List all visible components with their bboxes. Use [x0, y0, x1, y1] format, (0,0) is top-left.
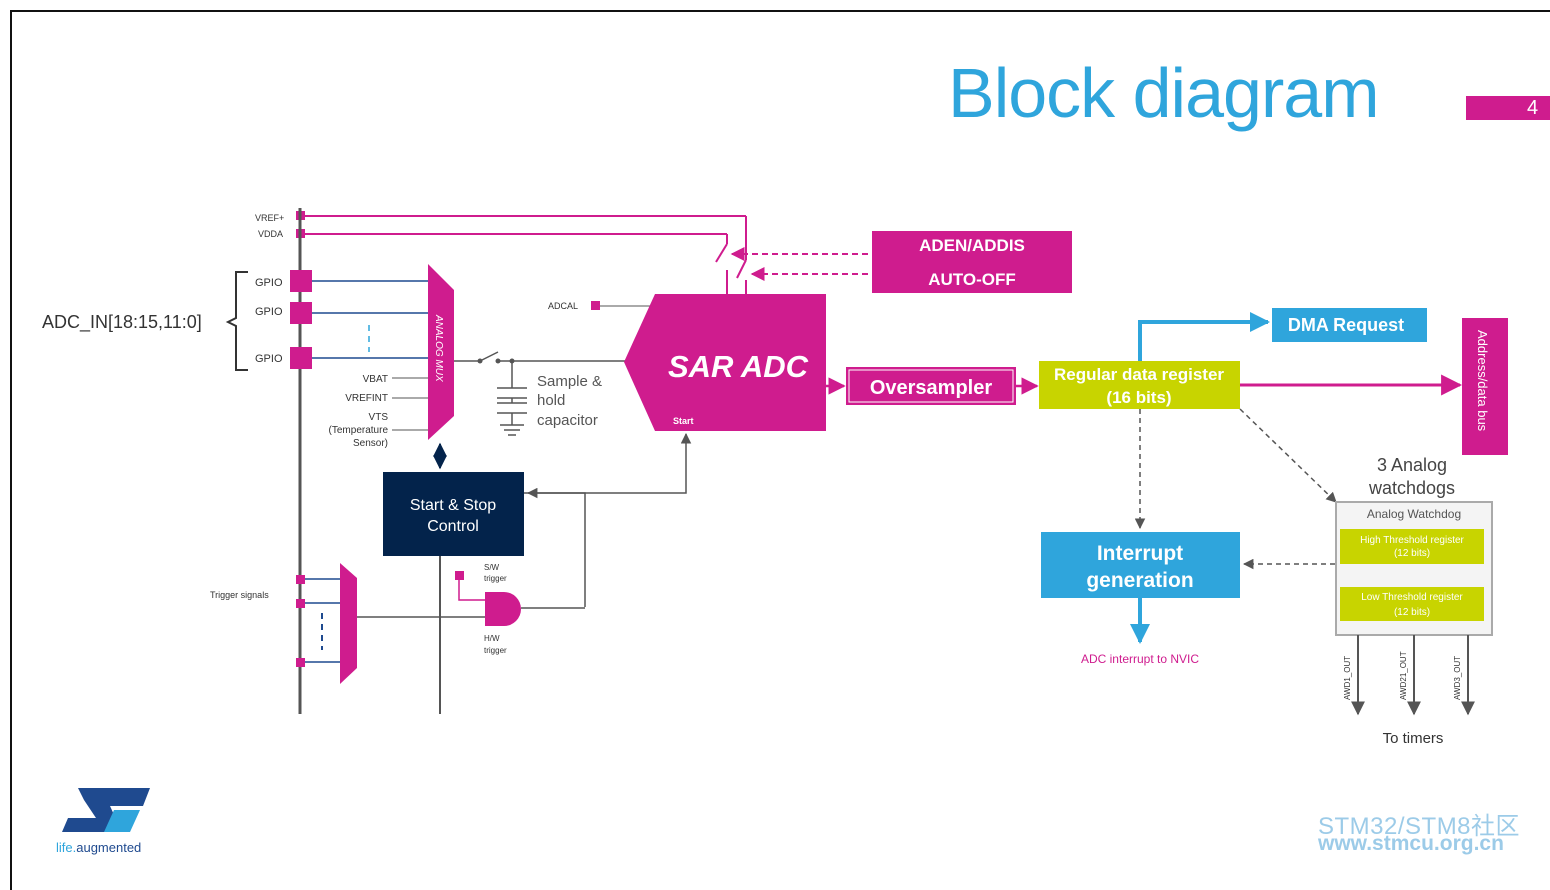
watchdogs-title-2: watchdogs [1368, 478, 1455, 498]
mux-output-line [454, 351, 625, 364]
dma-request-label: DMA Request [1288, 315, 1404, 335]
hw-trigger-label-1: H/W [484, 634, 500, 643]
vbat-label: VBAT [363, 374, 388, 385]
address-data-bus [1462, 318, 1508, 455]
dma-request-block [1272, 308, 1427, 342]
aden-autooff-block [872, 231, 1072, 293]
vts-label: VTS [369, 412, 389, 423]
start-label: Start [673, 416, 694, 426]
adcal-label: ADCAL [548, 301, 578, 311]
page-number: 4 [1527, 97, 1539, 119]
st-logo-icon [62, 788, 150, 832]
sample-hold-label-3: capacitor [537, 412, 598, 429]
watchdogs-title-1: 3 Analog [1377, 455, 1447, 475]
sw-trigger-pin [455, 571, 464, 580]
awd2-out-label: AWD21_OUT [1399, 651, 1408, 700]
analog-mux-label: ANALOG MUX [433, 314, 444, 382]
block-diagram: VREF+ VDDA ADC_IN[18:15,11:0] GPIO GPIO … [42, 208, 1508, 832]
regular-register-label-2: (16 bits) [1106, 388, 1171, 407]
supply-lines [296, 211, 868, 294]
gpio-pins [290, 270, 428, 369]
sw-trigger-label-1: S/W [484, 563, 500, 572]
logo-tagline: life.augmented [56, 840, 142, 855]
low-threshold-label-2: (12 bits) [1394, 607, 1430, 618]
analog-mux [428, 264, 454, 440]
hw-trigger-label-2: trigger [484, 646, 507, 655]
sample-hold-capacitor [497, 361, 527, 436]
address-data-bus-label: Address/data bus [1475, 330, 1490, 432]
interrupt-label-2: generation [1086, 569, 1193, 592]
high-threshold-label-1: High Threshold register [1360, 535, 1464, 546]
aden-label: ADEN/ADDIS [919, 236, 1025, 255]
autooff-label: AUTO-OFF [928, 270, 1016, 289]
trigger-inputs [296, 575, 340, 667]
temp-label-2: Sensor) [353, 438, 388, 449]
and-gate [485, 592, 521, 626]
high-threshold-label-2: (12 bits) [1394, 548, 1430, 559]
sar-adc-label: SAR ADC [668, 349, 809, 384]
high-threshold-register [1340, 529, 1484, 564]
interrupt-generation-block [1041, 532, 1240, 598]
trigger-signals-label: Trigger signals [210, 590, 269, 600]
slide-title: Block diagram [948, 54, 1380, 132]
vref-label: VREF+ [255, 213, 284, 223]
analog-watchdog-label: Analog Watchdog [1367, 507, 1461, 521]
gpio-label-3: GPIO [255, 353, 283, 365]
gpio-label-1: GPIO [255, 277, 283, 289]
sample-hold-label-1: Sample & [537, 373, 602, 390]
watermark-line-1: STM32/STM8社区 [1318, 813, 1521, 840]
page-bar [1466, 96, 1550, 120]
adcal-pin [591, 301, 600, 310]
awd-output-arrows [1351, 635, 1475, 716]
start-stop-control-block [383, 472, 524, 556]
sample-hold-label-2: hold [537, 392, 565, 409]
watermark-line-2: www.stmcu.org.cn [1318, 832, 1504, 855]
start-stop-label-2: Control [427, 518, 479, 535]
sar-adc-block [624, 294, 826, 431]
start-stop-label-1: Start & Stop [410, 497, 496, 514]
regular-register-label-1: Regular data register [1054, 365, 1224, 384]
temp-label-1: (Temperature [329, 425, 389, 436]
oversampler-block [846, 367, 1016, 405]
nvic-label: ADC interrupt to NVIC [1081, 652, 1199, 666]
adc-in-label: ADC_IN[18:15,11:0] [42, 312, 202, 333]
interrupt-label-1: Interrupt [1097, 542, 1183, 565]
internal-channels [392, 377, 428, 431]
low-threshold-register [1340, 587, 1484, 621]
gpio-label-2: GPIO [255, 306, 283, 318]
awd1-out-label: AWD1_OUT [1343, 656, 1352, 700]
oversampler-label: Oversampler [870, 377, 993, 399]
trigger-mux [340, 563, 357, 684]
vrefint-label: VREFINT [345, 393, 388, 404]
slide-frame [10, 10, 1550, 890]
awd3-out-label: AWD3_OUT [1453, 656, 1462, 700]
low-threshold-label-1: Low Threshold register [1361, 592, 1463, 603]
regular-data-register [1039, 361, 1240, 409]
to-timers-label: To timers [1383, 730, 1444, 747]
vdda-label: VDDA [258, 229, 283, 239]
adc-in-brace [225, 271, 248, 371]
sw-trigger-label-2: trigger [484, 574, 507, 583]
